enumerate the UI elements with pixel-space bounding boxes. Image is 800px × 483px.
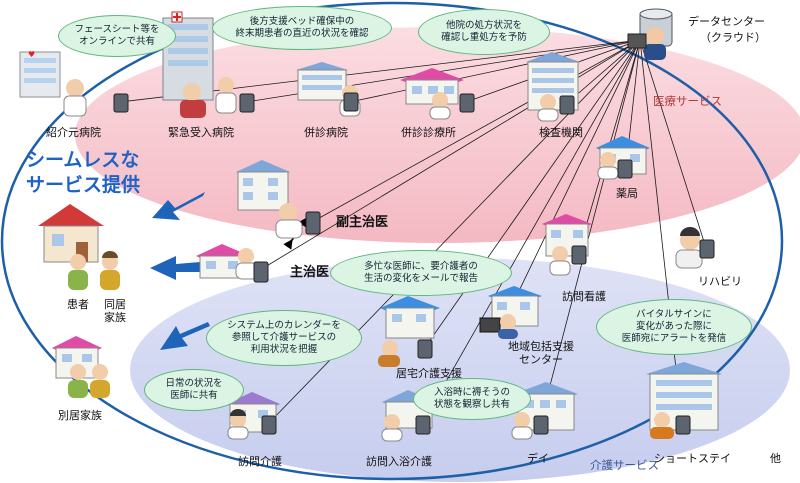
home-icon — [38, 204, 120, 290]
speech-bubble: 他院の処方状況を 確認し重処方を予防 — [418, 9, 550, 55]
lab-building-icon — [526, 52, 580, 122]
care-service-label: 訪問入浴介護 — [366, 455, 432, 468]
connection-line — [503, 39, 641, 323]
speech-bubble: 日常の状況を 医師に共有 — [144, 369, 244, 411]
server-icon — [627, 8, 673, 60]
speech-bubble: 多忙な医師に、要介護者の 生活の変化をメールで報告 — [330, 250, 512, 296]
sub-doctor-label: 副主治医 — [336, 215, 389, 230]
sub-doctor-icon — [236, 160, 321, 239]
facility-label: 検査機関 — [539, 126, 583, 139]
hospital-icon: ♥ — [19, 50, 129, 117]
patient-label: 患者 — [67, 298, 89, 311]
data-center-label: データセンター — [688, 15, 765, 28]
short-stay-icon — [646, 362, 722, 439]
facility-label: 訪問看護 — [562, 290, 606, 303]
daycare-icon — [511, 382, 578, 440]
service-boundary — [0, 1, 784, 481]
care-service-label: ショートステイ — [654, 452, 731, 465]
connection-line — [311, 39, 641, 223]
connection-line — [639, 39, 683, 425]
clinic-icon — [400, 68, 475, 120]
home-care-icon — [226, 392, 280, 440]
main-doctor-label: 主治医 — [290, 265, 330, 280]
connection-line — [539, 39, 641, 425]
facility-label: 緊急受入病院 — [168, 126, 234, 139]
svg-text:♥: ♥ — [28, 50, 35, 59]
facility-label: 地域包括支援 センター — [508, 340, 574, 366]
facility-label: 薬局 — [616, 187, 638, 200]
separate-family-label: 別居家族 — [58, 409, 102, 422]
main-doctor-icon — [196, 244, 269, 283]
connection-line — [425, 39, 641, 347]
care-service-label: デイ — [527, 452, 549, 465]
facility-label: 紹介元病院 — [46, 126, 101, 139]
speech-bubble: 後方支援ベッド確保中の 終末期患者の直近の状況を確認 — [212, 6, 392, 50]
facility-label: 居宅介護支援 — [396, 367, 462, 380]
rehab-icon — [675, 227, 715, 269]
speech-bubble: バイタルサインに 変化があった際に 医師宛にアラートを発信 — [596, 299, 752, 355]
pharmacy-icon — [596, 136, 650, 180]
hospital-icon — [296, 62, 361, 117]
care-manager-icon — [378, 296, 440, 367]
nurse-icon — [542, 214, 592, 276]
connection-line — [421, 39, 641, 425]
support-center-icon — [479, 286, 542, 339]
care-service-label: 訪問介護 — [238, 455, 282, 468]
speech-bubble: フェースシート等を オンラインで共有 — [58, 15, 176, 57]
family-label: 同居 家族 — [104, 298, 126, 324]
facility-label: リハビリ — [698, 275, 742, 288]
facility-label: 併診診療所 — [401, 126, 456, 139]
data-center-sub: （クラウド） — [700, 31, 766, 44]
care-zone-label: 介護サービス — [590, 458, 659, 472]
facility-label: 併診病院 — [304, 126, 348, 139]
service-arrows — [150, 192, 210, 350]
connection-line — [639, 39, 707, 249]
separate-home-icon — [52, 336, 110, 398]
medical-zone-label: 医療サービス — [653, 94, 722, 108]
speech-bubble: システム上のカレンダーを 参照して介護サービスの 利用状況を把握 — [206, 310, 362, 366]
care-service-label: 他 — [770, 452, 781, 465]
headline: シームレスな サービス提供 — [26, 149, 141, 196]
connection-line — [349, 39, 641, 103]
speech-bubble: 入浴時に褥そうの 状態を観察し共有 — [413, 378, 531, 420]
